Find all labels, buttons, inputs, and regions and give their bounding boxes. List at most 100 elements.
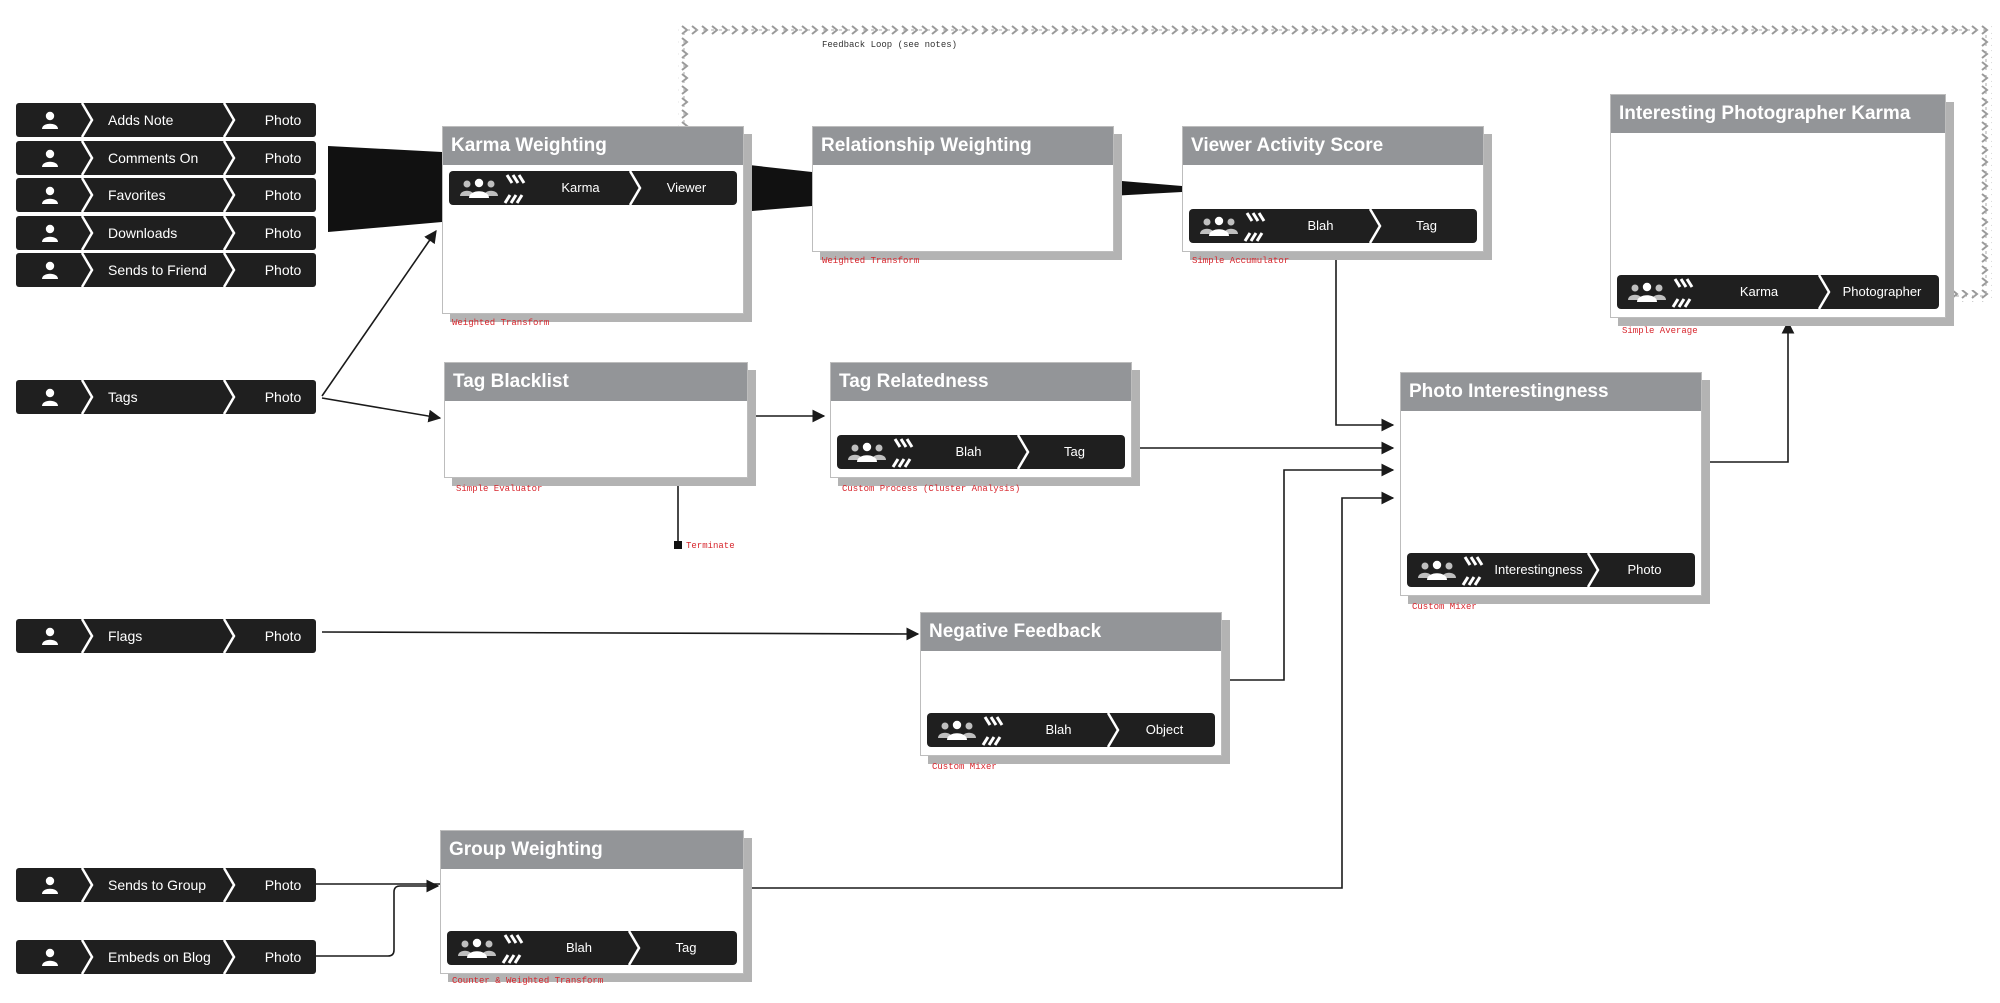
- separator-chevron-icon: [222, 939, 236, 975]
- pill-background: [16, 103, 316, 137]
- node-caption: Counter & Weighted Transform: [452, 976, 604, 986]
- hatch-stripes-icon: [1243, 209, 1277, 243]
- separator-chevron-icon: [80, 215, 94, 251]
- funnel-wire: [1110, 180, 1182, 196]
- input-action-pill[interactable]: Flags Photo: [16, 618, 316, 654]
- node-output-bar: Blah Tag: [447, 930, 737, 966]
- bar-background: [449, 171, 737, 205]
- bar-background: [1617, 275, 1939, 309]
- separator-chevron-icon: [80, 102, 94, 138]
- node-caption: Custom Mixer: [932, 762, 997, 772]
- feedback-loop-label: Feedback Loop (see notes): [822, 40, 958, 50]
- separator-chevron-icon: [1586, 552, 1600, 588]
- node-caption: Weighted Transform: [452, 318, 550, 328]
- pill-background: [16, 216, 316, 250]
- relationship-weighting-node[interactable]: Relationship Weighting: [812, 126, 1114, 252]
- user-icon: [28, 380, 72, 414]
- output-left-label: Interestingness: [1494, 562, 1583, 577]
- separator-chevron-icon: [627, 930, 641, 966]
- action-label: Flags: [108, 628, 143, 644]
- output-left-label: Karma: [561, 180, 600, 195]
- hatch-stripes-icon: [981, 713, 1015, 747]
- action-label: Tags: [108, 389, 138, 405]
- tag-blacklist-node[interactable]: Tag Blacklist: [444, 362, 748, 478]
- action-label: Sends to Group: [108, 877, 207, 893]
- node-caption: Weighted Transform: [822, 256, 920, 266]
- hatch-stripes-icon: [501, 931, 535, 965]
- output-right-label: Tag: [675, 940, 697, 955]
- node-title: Negative Feedback: [921, 613, 1221, 651]
- separator-chevron-icon: [80, 252, 94, 288]
- action-label: Sends to Friend: [108, 262, 207, 278]
- user-icon: [28, 216, 72, 250]
- object-label: Photo: [264, 628, 302, 644]
- group-users-icon: [457, 931, 505, 965]
- node-output-bar: Interestingness Photo: [1407, 552, 1695, 588]
- output-left-label: Blah: [565, 940, 593, 955]
- separator-chevron-icon: [1817, 274, 1831, 310]
- viewer-to-interestingness-wire: [1335, 250, 1395, 432]
- photo-interestingness-node[interactable]: Photo Interestingness Interestingness Pho…: [1400, 372, 1702, 596]
- user-icon: [28, 619, 72, 653]
- terminate-marker: [674, 541, 682, 549]
- node-caption: Custom Mixer: [1412, 602, 1477, 612]
- node-caption: Simple Average: [1622, 326, 1698, 336]
- user-icon: [28, 868, 72, 902]
- action-label: Comments On: [108, 150, 199, 166]
- user-icon: [28, 178, 72, 212]
- pill-background: [16, 868, 316, 902]
- group-users-icon: [937, 713, 985, 747]
- pill-background: [16, 253, 316, 287]
- node-caption: Custom Process (Cluster Analysis): [842, 484, 1021, 494]
- interestingness-to-karma-wire: [1694, 320, 1795, 463]
- hatch-stripes-icon: [891, 435, 925, 469]
- user-icon: [28, 253, 72, 287]
- node-caption: Simple Evaluator: [456, 484, 543, 494]
- node-caption: Simple Accumulator: [1192, 256, 1290, 266]
- group-users-icon: [459, 171, 507, 205]
- output-right-label: Viewer: [666, 180, 707, 195]
- feedback-loop-wire: [678, 24, 1992, 302]
- separator-chevron-icon: [1016, 434, 1030, 470]
- node-title: Viewer Activity Score: [1183, 127, 1483, 165]
- embeds-to-group-wire: [316, 879, 440, 957]
- separator-chevron-icon: [222, 140, 236, 176]
- funnel-wire: [328, 146, 442, 232]
- user-icon: [28, 940, 72, 974]
- node-title: Relationship Weighting: [813, 127, 1113, 165]
- object-label: Photo: [264, 225, 302, 241]
- object-label: Photo: [264, 187, 302, 203]
- tags-to-blacklist-wire: [321, 397, 442, 423]
- output-right-label: Photographer: [1842, 284, 1922, 299]
- bar-background: [1407, 553, 1695, 587]
- node-title: Interesting Photographer Karma: [1611, 95, 1945, 133]
- separator-chevron-icon: [1106, 712, 1120, 748]
- pill-background: [16, 940, 316, 974]
- node-title: Photo Interestingness: [1401, 373, 1701, 411]
- separator-chevron-icon: [222, 252, 236, 288]
- separator-chevron-icon: [80, 379, 94, 415]
- negative-to-interestingness-wire: [1218, 463, 1395, 681]
- hatch-stripes-icon: [1671, 275, 1705, 309]
- user-icon: [28, 103, 72, 137]
- output-right-label: Photo: [1627, 562, 1662, 577]
- separator-chevron-icon: [222, 215, 236, 251]
